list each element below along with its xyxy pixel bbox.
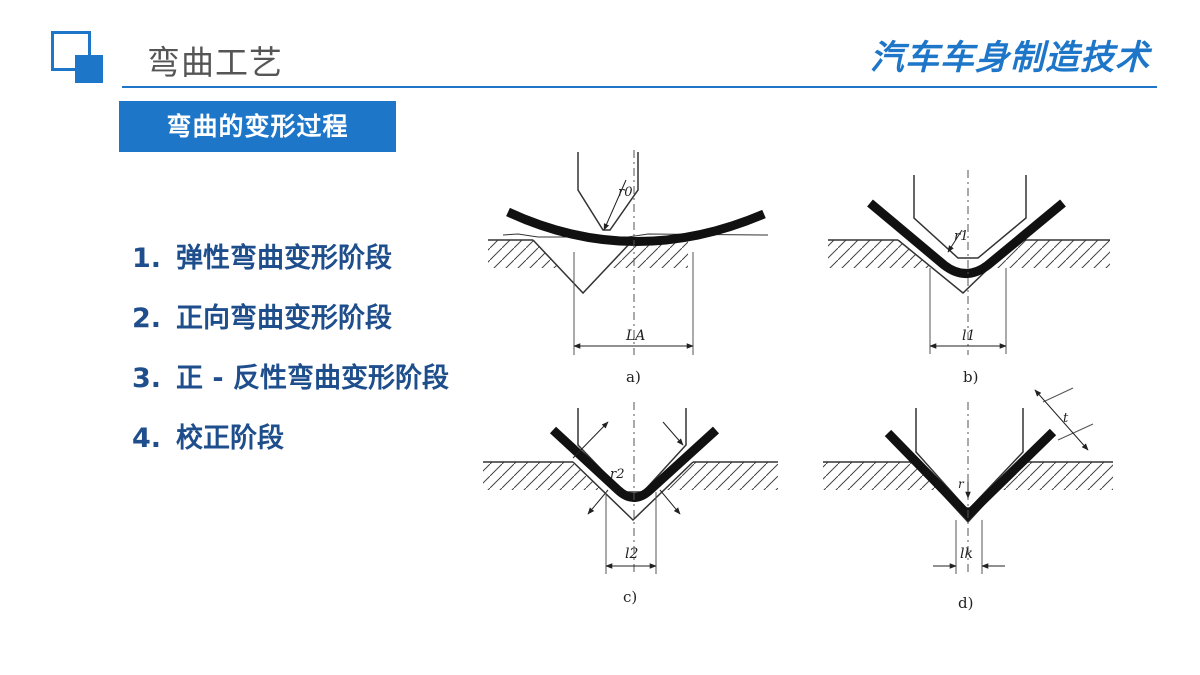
header-divider [122, 86, 1157, 88]
panel-c: r2 l2 c) [483, 402, 778, 606]
course-brand: 汽车车身制造技术 [870, 38, 1150, 78]
page-title: 弯曲工艺 [147, 43, 283, 82]
stage-item: 1. 弹性弯曲变形阶段 [132, 236, 449, 296]
thickness-label: t [1063, 411, 1069, 426]
logo-square-filled [75, 55, 103, 83]
stage-number: 1. [132, 243, 162, 274]
radius-label: r2 [610, 467, 625, 482]
panel-b: r1 l1 b) [828, 170, 1110, 386]
panel-caption: a) [626, 368, 641, 386]
stage-item: 4. 校正阶段 [132, 416, 449, 476]
stage-number: 3. [132, 363, 162, 394]
stage-text: 弹性弯曲变形阶段 [176, 243, 392, 274]
stage-number: 4. [132, 423, 162, 454]
stage-item: 3. 正 - 反性弯曲变形阶段 [132, 356, 449, 416]
radius-label: r0 [618, 185, 633, 200]
panel-a: r0 LA a) [488, 150, 769, 386]
span-label: l1 [962, 328, 975, 344]
span-label: lk [960, 546, 973, 562]
stage-number: 2. [132, 303, 162, 334]
radius-label: r1 [954, 229, 969, 244]
stage-list: 1. 弹性弯曲变形阶段 2. 正向弯曲变形阶段 3. 正 - 反性弯曲变形阶段 4. 校… [132, 236, 449, 476]
panel-caption: b) [963, 368, 978, 386]
span-label: LA [625, 328, 645, 344]
stage-text: 校正阶段 [176, 423, 284, 454]
panel-d: r t lk d) [823, 387, 1113, 612]
span-label: l2 [625, 546, 638, 562]
logo-square-outline [51, 31, 91, 71]
section-banner: 弯曲的变形过程 [119, 101, 396, 152]
stage-item: 2. 正向弯曲变形阶段 [132, 296, 449, 356]
panel-caption: d) [958, 594, 973, 612]
stage-text: 正 - 反性弯曲变形阶段 [176, 363, 450, 394]
panel-caption: c) [623, 588, 637, 606]
stage-text: 正向弯曲变形阶段 [176, 303, 392, 334]
radius-label: r [958, 477, 965, 491]
bending-process-figure: r0 LA a) r1 l1 b) r2 [478, 140, 1158, 620]
